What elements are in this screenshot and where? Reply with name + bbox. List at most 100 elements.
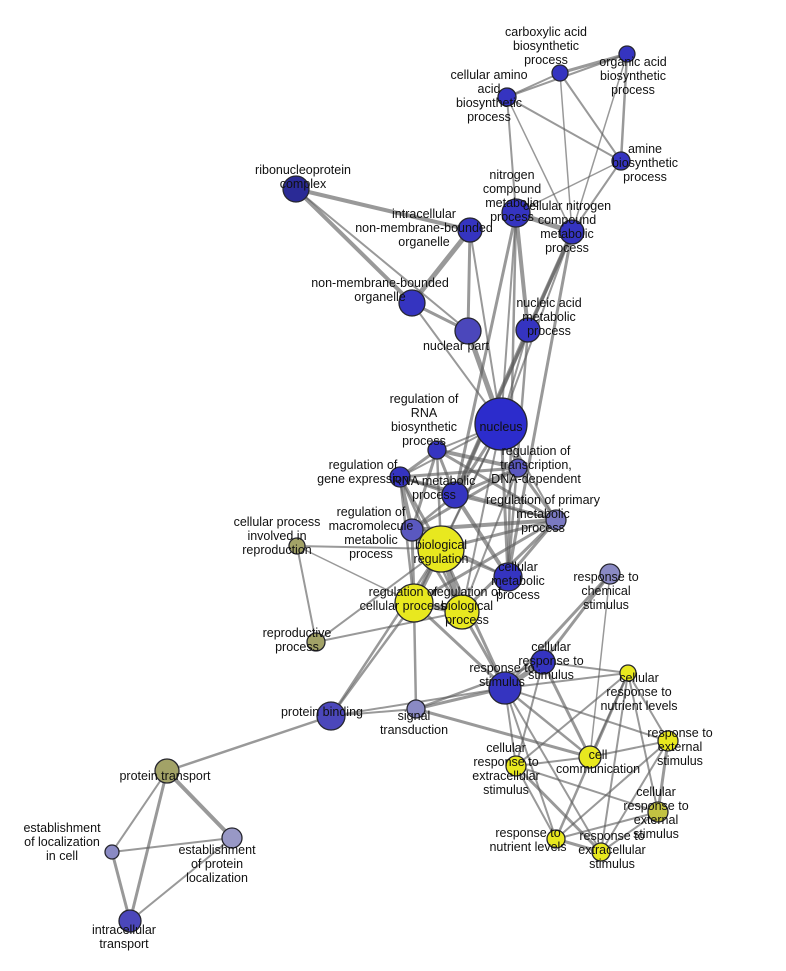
graph-edge-ribo-inmb bbox=[294, 187, 472, 232]
graph-edge-pbind-bioreg bbox=[329, 547, 443, 718]
graph-edge-rstim-ccomm bbox=[503, 686, 592, 759]
graph-edge-regtx-reggene bbox=[398, 466, 520, 479]
graph-node-itransport[interactable] bbox=[118, 909, 142, 933]
graph-node-eploc[interactable] bbox=[221, 827, 243, 849]
graph-node-rnutrient[interactable] bbox=[546, 829, 566, 849]
graph-edge-rstim-rextracell bbox=[504, 687, 602, 853]
graph-node-rextracell[interactable] bbox=[591, 842, 611, 862]
graph-node-rnamet[interactable] bbox=[441, 481, 469, 509]
graph-node-bioreg[interactable] bbox=[417, 525, 465, 573]
graph-node-crextracell[interactable] bbox=[505, 755, 527, 777]
graph-edge-rnamet-cellmet bbox=[453, 493, 510, 579]
graph-node-organic[interactable] bbox=[618, 45, 636, 63]
graph-node-amino[interactable] bbox=[497, 87, 517, 107]
graph-edge-rextracell-crexternal bbox=[600, 811, 659, 853]
graph-edge-ccomm-crextracell bbox=[515, 756, 591, 767]
graph-node-carboxylic[interactable] bbox=[551, 64, 569, 82]
graph-edge-rexternal-ccomm bbox=[589, 740, 669, 758]
graph-node-rstim[interactable] bbox=[488, 671, 522, 705]
graph-edge-carboxylic-cnitrogen bbox=[559, 72, 573, 233]
graph-edge-rexternal-crexternal bbox=[656, 739, 670, 814]
graph-edge-signal-ccomm bbox=[414, 707, 592, 759]
graph-edge-cprepro-bioreg bbox=[296, 545, 442, 550]
graph-node-reggene[interactable] bbox=[389, 466, 411, 488]
edge-layer bbox=[110, 52, 670, 923]
graph-node-rexternal[interactable] bbox=[657, 730, 679, 752]
graph-node-signal[interactable] bbox=[406, 699, 426, 719]
graph-edge-ccomm-crnutrient bbox=[589, 672, 629, 758]
graph-edge-rstim-crnutrient bbox=[504, 672, 629, 689]
graph-edge-cresp-ccomm bbox=[541, 660, 592, 759]
graph-node-pbind[interactable] bbox=[316, 701, 346, 731]
graph-node-ptransport[interactable] bbox=[154, 758, 180, 784]
graph-edge-ptransport-eploc bbox=[165, 769, 234, 840]
graph-edge-crnutrient-crexternal bbox=[627, 672, 659, 813]
graph-node-regprim[interactable] bbox=[545, 509, 567, 531]
graph-edge-inmb-nucleus bbox=[469, 229, 502, 425]
graph-edge-pbind-ptransport bbox=[165, 714, 333, 773]
graph-edge-regtx-regprim bbox=[516, 466, 558, 522]
graph-edge-elcell-eploc bbox=[111, 837, 233, 853]
graph-edge-elcell-itransport bbox=[110, 850, 132, 923]
graph-node-regmacro[interactable] bbox=[400, 518, 424, 542]
graph-edge-regrna-regprim bbox=[435, 448, 558, 522]
graph-edge-crnutrient-rextracell bbox=[600, 672, 629, 853]
node-label-npart: nuclear part bbox=[423, 339, 490, 353]
graph-edge-crextracell-crexternal bbox=[515, 765, 659, 813]
graph-edge-nucleus-regbio bbox=[461, 423, 502, 613]
graph-edge-regcell-rstim bbox=[412, 601, 507, 690]
graph-edge-cnitrogen-cellmet bbox=[506, 230, 574, 579]
graph-edge-rnamet-regprim bbox=[454, 494, 557, 521]
graph-node-crexternal[interactable] bbox=[647, 801, 669, 823]
graph-edge-inmb-npart bbox=[466, 228, 472, 333]
graph-edge-rexternal-rextracell bbox=[600, 740, 669, 853]
graph-edge-carboxylic-amine bbox=[559, 72, 622, 162]
graph-edge-amino-nitrogen bbox=[506, 96, 517, 214]
graph-edge-inmb-nmb bbox=[409, 227, 473, 306]
graph-node-rchem[interactable] bbox=[599, 563, 621, 585]
graph-edge-crnutrient-rexternal bbox=[627, 672, 669, 742]
graph-node-crnutrient[interactable] bbox=[619, 664, 637, 682]
graph-node-inmb[interactable] bbox=[457, 217, 483, 243]
graph-node-ccomm[interactable] bbox=[578, 745, 602, 769]
graph-node-nitrogen[interactable] bbox=[501, 198, 531, 228]
graph-node-ribo[interactable] bbox=[282, 175, 310, 203]
graph-edge-rexternal-rnutrient bbox=[555, 740, 669, 840]
graph-edge-ptransport-itransport bbox=[128, 769, 169, 923]
graph-edge-organic-amine bbox=[619, 52, 629, 163]
graph-node-regcell[interactable] bbox=[394, 583, 434, 623]
graph-node-amine[interactable] bbox=[611, 151, 631, 171]
graph-edge-repro-bioreg bbox=[315, 548, 442, 643]
node-layer bbox=[104, 45, 679, 933]
graph-node-repro[interactable] bbox=[306, 632, 326, 652]
graph-node-regrna[interactable] bbox=[427, 440, 447, 460]
graph-edge-nitrogen-nucleic bbox=[514, 211, 530, 332]
graph-edge-rchem-ccomm bbox=[589, 573, 611, 758]
graph-node-nmb[interactable] bbox=[398, 289, 426, 317]
graph-edge-ribo-nmb bbox=[294, 187, 414, 305]
graph-node-cresp[interactable] bbox=[530, 649, 556, 675]
graph-edge-amino-cnitrogen bbox=[506, 96, 573, 233]
graph-node-nucleic[interactable] bbox=[515, 317, 541, 343]
graph-node-cnitrogen[interactable] bbox=[559, 219, 585, 245]
graph-node-npart[interactable] bbox=[454, 317, 482, 345]
graph-node-regtx[interactable] bbox=[508, 458, 528, 478]
graph-edge-cresp-crextracell bbox=[515, 661, 544, 767]
graph-node-regbio[interactable] bbox=[444, 594, 480, 630]
graph-node-elcell[interactable] bbox=[104, 844, 120, 860]
graph-edge-cresp-crnutrient bbox=[542, 661, 629, 674]
graph-edge-rstim-rchem bbox=[503, 572, 612, 690]
graph-edge-regrna-regtx bbox=[435, 448, 520, 470]
graph-edge-amine-nitrogen bbox=[515, 160, 622, 214]
graph-node-nucleus[interactable] bbox=[474, 397, 528, 451]
graph-node-cprepro[interactable] bbox=[288, 537, 306, 555]
graph-node-cellmet[interactable] bbox=[493, 562, 523, 592]
